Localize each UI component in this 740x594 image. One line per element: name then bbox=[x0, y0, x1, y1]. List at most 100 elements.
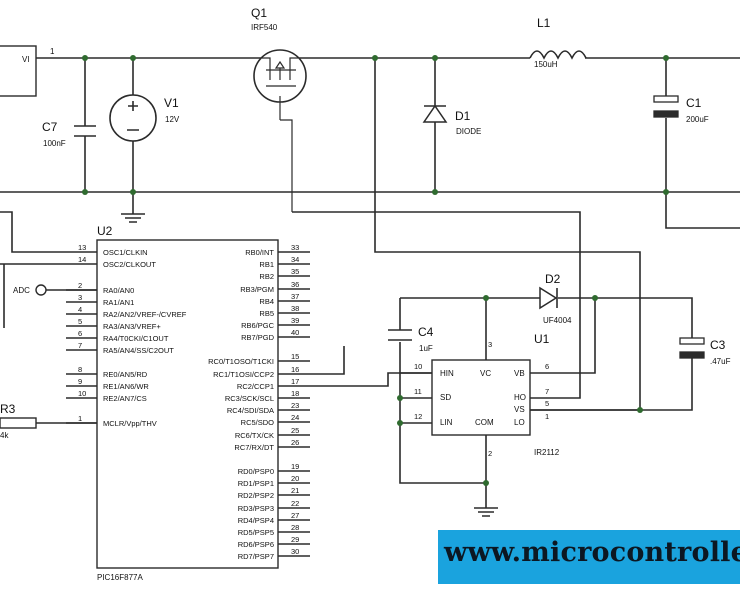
d2-ref: D2 bbox=[545, 272, 561, 286]
u2-pin-number: 24 bbox=[291, 413, 299, 422]
u2-pin-name: RD6/PSP6 bbox=[238, 540, 274, 549]
u1-pin-com-num: 2 bbox=[488, 449, 492, 458]
u2-pin-name: RA3/AN3/VREF+ bbox=[103, 322, 161, 331]
u2-pin-name: RD3/PSP3 bbox=[238, 504, 274, 513]
junction-dot bbox=[592, 295, 598, 301]
u1-pin-ho-num: 7 bbox=[545, 387, 549, 396]
u2-pin-number: 19 bbox=[291, 462, 299, 471]
u2-pin-number: 27 bbox=[291, 511, 299, 520]
u2-pin-number: 14 bbox=[78, 255, 86, 264]
u1-pin-lin-num: 12 bbox=[414, 412, 422, 421]
u2-pin-number: 30 bbox=[291, 547, 299, 556]
u2-pin-name: RC1/T1OSI/CCP2 bbox=[213, 370, 274, 379]
u2-pin-name: RE2/AN7/CS bbox=[103, 394, 147, 403]
l1-value: 150uH bbox=[534, 60, 558, 69]
switch-node-wire bbox=[374, 58, 641, 411]
u2-pin-name: RC2/CCP1 bbox=[237, 382, 274, 391]
u2-pin-name: RB0/INT bbox=[245, 248, 274, 257]
u2-pin-number: 7 bbox=[78, 341, 82, 350]
u2-pin-name: RC7/RX/DT bbox=[234, 443, 274, 452]
capacitor-c3 bbox=[679, 337, 705, 359]
u2-pin-number: 10 bbox=[78, 389, 86, 398]
u1-pin-vs: VS bbox=[514, 405, 525, 414]
u2-pin-name: RD0/PSP0 bbox=[238, 467, 274, 476]
junction-dot bbox=[130, 189, 136, 195]
gate-drive-wire bbox=[292, 211, 581, 399]
u2-pin-number: 2 bbox=[78, 281, 82, 290]
u2-pin-name: RA4/T0CKI/C1OUT bbox=[103, 334, 169, 343]
u1-pin-vc: VC bbox=[480, 369, 491, 378]
junction-dot bbox=[663, 55, 669, 61]
u1-vs-wire bbox=[530, 358, 693, 411]
u2-pin-number: 25 bbox=[291, 426, 299, 435]
u2-pin-number: 23 bbox=[291, 401, 299, 410]
d1-value: DIODE bbox=[456, 127, 481, 136]
u2-pin-name: RD5/PSP5 bbox=[238, 528, 274, 537]
inductor-l1 bbox=[529, 50, 587, 60]
u1-pin-hin: HIN bbox=[440, 369, 454, 378]
u2-pin-number: 34 bbox=[291, 255, 299, 264]
u2-pin-number: 40 bbox=[291, 328, 299, 337]
u2-pin-name: OSC1/CLKIN bbox=[103, 248, 148, 257]
u2-pin-name: RD7/PSP7 bbox=[238, 552, 274, 561]
right-output-wire bbox=[665, 192, 740, 229]
u2-pin-number: 38 bbox=[291, 304, 299, 313]
u1-pin-sd: SD bbox=[440, 393, 451, 402]
voltage-source-v1 bbox=[109, 58, 157, 192]
u1-pin-vc-num: 3 bbox=[488, 340, 492, 349]
u2-pin-number: 18 bbox=[291, 389, 299, 398]
c3-ref: C3 bbox=[710, 338, 726, 352]
u2-pin-number: 26 bbox=[291, 438, 299, 447]
vi-label: VI bbox=[22, 55, 30, 64]
junction-dot bbox=[663, 189, 669, 195]
u1-left-wiring bbox=[400, 372, 432, 424]
l1-ref: L1 bbox=[537, 16, 551, 30]
u1-part: IR2112 bbox=[534, 448, 560, 457]
vi-pin-number: 1 bbox=[50, 47, 55, 56]
c1-ref: C1 bbox=[686, 96, 702, 110]
u2-pin-name: RC0/T1OSO/T1CKI bbox=[208, 357, 274, 366]
v1-value: 12V bbox=[165, 115, 180, 124]
osc1-wire bbox=[0, 211, 66, 253]
u2-right-pin-group: RB0/INT33RB134RB235RB3/PGM36RB437RB538RB… bbox=[208, 243, 310, 561]
u2-pin-name: RE0/AN5/RD bbox=[103, 370, 148, 379]
u1-pin-lo: LO bbox=[514, 418, 525, 427]
junction-dot bbox=[372, 55, 378, 61]
ground-symbol-v1 bbox=[121, 192, 145, 223]
d2-value: UF4004 bbox=[543, 316, 572, 325]
junction-dot bbox=[637, 407, 643, 413]
u1-vb-wire bbox=[530, 298, 596, 374]
u2-pin-name: RA1/AN1 bbox=[103, 298, 134, 307]
d1-ref: D1 bbox=[455, 109, 471, 123]
u2-pin-number: 39 bbox=[291, 316, 299, 325]
u2-body bbox=[96, 239, 279, 569]
u2-pin-number: 17 bbox=[291, 377, 299, 386]
resistor-r3 bbox=[0, 417, 97, 429]
u2-pin-name: OSC2/CLKOUT bbox=[103, 260, 156, 269]
u2-pin-name: RB2 bbox=[259, 272, 274, 281]
u1-body bbox=[431, 359, 531, 436]
q1-value: IRF540 bbox=[251, 23, 278, 32]
junction-dot bbox=[397, 395, 403, 401]
junction-dot bbox=[432, 189, 438, 195]
u2-pin-name: RB7/PGD bbox=[241, 333, 275, 342]
junction-dot bbox=[130, 55, 136, 61]
u1-pin-com: COM bbox=[475, 418, 494, 427]
u2-pin-number: 5 bbox=[78, 317, 82, 326]
u2-pin-name: RB6/PGC bbox=[241, 321, 275, 330]
u2-pin-number: 8 bbox=[78, 365, 82, 374]
vi-source-box bbox=[0, 45, 37, 97]
u2-pin-number: 37 bbox=[291, 292, 299, 301]
website-banner-text: www.microcontroller bbox=[444, 537, 740, 568]
u1-pin-hin-num: 10 bbox=[414, 362, 422, 371]
u1-pin-sd-num: 11 bbox=[414, 387, 422, 396]
u2-pin-name: RB1 bbox=[259, 260, 274, 269]
u2-part: PIC16F877A bbox=[97, 573, 143, 582]
u1-pin-lo-num: 1 bbox=[545, 412, 549, 421]
u2-pin-number: 20 bbox=[291, 474, 299, 483]
u2-pin-number: 16 bbox=[291, 365, 299, 374]
u2-pin-name: RC6/TX/CK bbox=[235, 431, 274, 440]
u2-pin-name: RB4 bbox=[259, 297, 274, 306]
mosfet-q1 bbox=[253, 49, 307, 212]
